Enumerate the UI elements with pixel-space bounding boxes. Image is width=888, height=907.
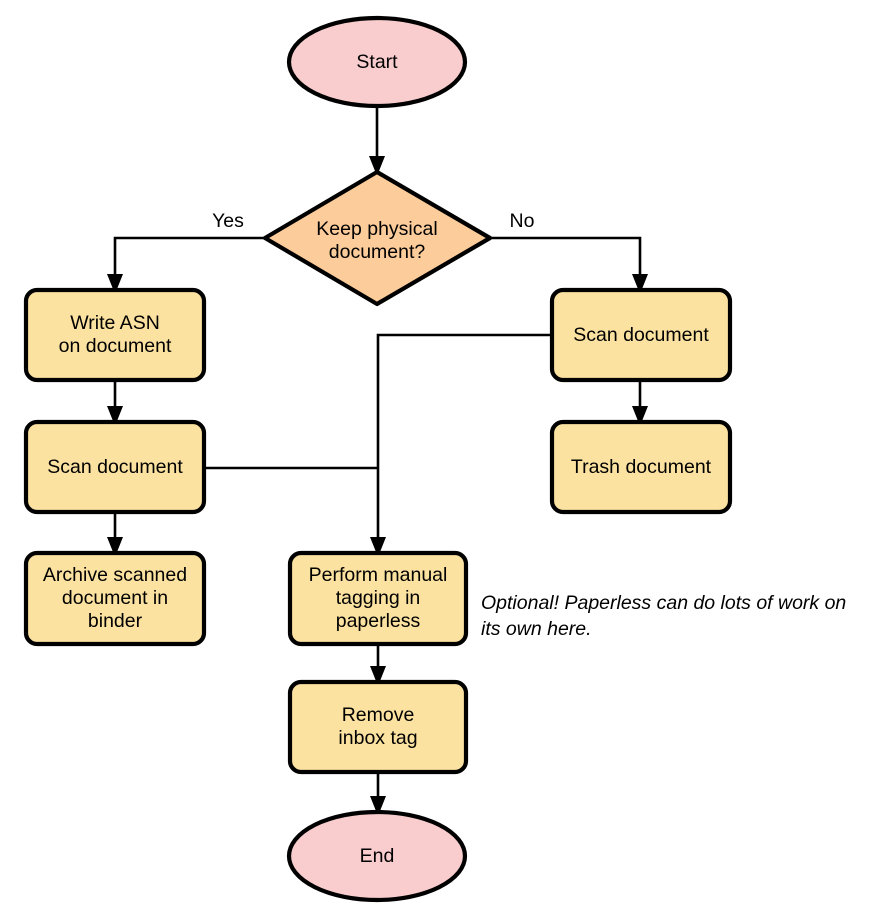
node-scan-document-right[interactable]: Scan document (549, 287, 733, 383)
tagging-label-line1: Perform manual (309, 564, 448, 586)
scan-document-right-box-shape (549, 287, 733, 383)
optional-note-line2: its own here. (481, 618, 592, 640)
connector-start-to-decision (369, 106, 385, 176)
start-label: Start (356, 51, 398, 73)
remove-inbox-label-line1: Remove (342, 704, 415, 726)
end-label: End (360, 845, 395, 867)
connector-tagging-to-remove-inbox (370, 644, 386, 686)
tagging-label-line3: paperless (336, 610, 421, 632)
connector-decision-yes-to-write-asn (107, 236, 265, 294)
connector-decision-no-to-scan-right (490, 236, 648, 294)
end-ellipse-shape (286, 809, 468, 903)
optional-note-line1: Optional! Paperless can do lots of work … (481, 592, 846, 614)
node-trash-document[interactable]: Trash document (549, 419, 733, 515)
connector-scan-right-to-trash (632, 380, 648, 426)
edge-label-no: No (510, 210, 535, 232)
node-decision-keep-physical-document[interactable]: Keep physical document? (262, 169, 493, 307)
write-asn-label-line2: on document (59, 335, 172, 357)
tagging-box-shape (287, 550, 469, 647)
connector-remove-inbox-to-end (370, 772, 386, 816)
start-ellipse-shape (286, 15, 468, 109)
remove-inbox-box-shape (287, 679, 469, 775)
archive-label-line3: binder (88, 610, 143, 632)
archive-label-line2: document in (62, 587, 168, 609)
annotation-optional-note: Optional! Paperless can do lots of work … (481, 592, 846, 640)
write-asn-box-shape (23, 287, 207, 383)
decision-diamond-shape (262, 169, 493, 307)
connector-write-asn-to-scan-left (107, 380, 123, 426)
node-perform-manual-tagging[interactable]: Perform manual tagging in paperless (287, 550, 469, 647)
node-end[interactable]: End (286, 809, 468, 903)
decision-label-line1: Keep physical (316, 218, 437, 240)
scan-document-right-label: Scan document (573, 324, 709, 346)
archive-box-shape (23, 550, 207, 647)
node-remove-inbox-tag[interactable]: Remove inbox tag (287, 679, 469, 775)
connector-scan-left-to-archive (107, 512, 123, 557)
node-scan-document-left[interactable]: Scan document (23, 419, 207, 515)
node-archive-scanned-document[interactable]: Archive scanned document in binder (23, 550, 207, 647)
remove-inbox-label-line2: inbox tag (338, 727, 417, 749)
archive-label-line1: Archive scanned (43, 564, 187, 586)
scan-document-left-box-shape (23, 419, 207, 515)
connector-scan-right-to-tagging (370, 333, 552, 557)
decision-label-line2: document? (329, 241, 426, 263)
node-write-asn-on-document[interactable]: Write ASN on document (23, 287, 207, 383)
trash-document-label: Trash document (571, 456, 712, 478)
edge-label-yes: Yes (212, 210, 244, 232)
node-start[interactable]: Start (286, 15, 468, 109)
trash-document-box-shape (549, 419, 733, 515)
scan-document-left-label: Scan document (47, 456, 183, 478)
tagging-label-line2: tagging in (336, 587, 421, 609)
write-asn-label-line1: Write ASN (70, 312, 160, 334)
